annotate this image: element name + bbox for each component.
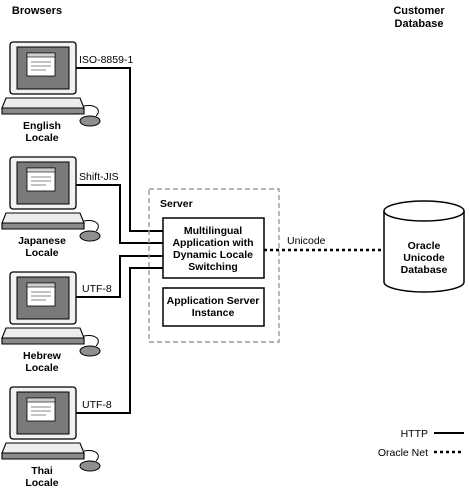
application-label: Switching: [188, 261, 238, 273]
legend-http-label: HTTP: [401, 428, 428, 440]
encoding-label: Shift-JIS: [79, 171, 119, 183]
http-line: [76, 67, 163, 232]
database-label: Oracle: [408, 240, 441, 252]
encoding-label: UTF-8: [82, 399, 112, 411]
legend-oracle-net-label: Oracle Net: [378, 447, 428, 459]
application-label: Application with: [172, 237, 253, 249]
database-label: Unicode: [403, 252, 445, 264]
client-locale-label: Hebrew: [23, 350, 62, 362]
client-locale-label: Locale: [25, 362, 58, 374]
application-box: [162, 217, 265, 279]
client-locale-label: Locale: [25, 247, 58, 259]
server-label: Server: [160, 198, 193, 210]
browsers-header: Browsers: [12, 5, 62, 17]
customer-database-header-line2: Database: [395, 18, 444, 30]
http-line: [76, 267, 163, 414]
http-connections: [76, 67, 163, 414]
application-label: Multilingual: [184, 225, 242, 237]
client-locale-label: Locale: [25, 132, 58, 144]
application-label: Dynamic Locale: [173, 249, 253, 261]
unicode-connection-label: Unicode: [287, 235, 326, 247]
encoding-label: UTF-8: [82, 283, 112, 295]
client-locale-label: English: [23, 120, 61, 132]
http-line: [76, 255, 163, 298]
app-server-instance-label: Application Server: [167, 295, 260, 307]
client-locale-label: Japanese: [18, 235, 66, 247]
computer-icon: [1, 156, 101, 242]
customer-database-header-line1: Customer: [393, 5, 445, 17]
app-server-instance-label: Instance: [192, 307, 235, 319]
client-locale-label: Thai: [31, 465, 53, 477]
database-label: Database: [401, 264, 448, 276]
app-server-instance-box: [162, 287, 265, 327]
server-box: [148, 188, 280, 343]
client-locale-label: Locale: [25, 477, 58, 489]
http-line: [76, 184, 163, 244]
database-icon: [383, 200, 465, 293]
encoding-label: ISO-8859-1: [79, 54, 133, 66]
